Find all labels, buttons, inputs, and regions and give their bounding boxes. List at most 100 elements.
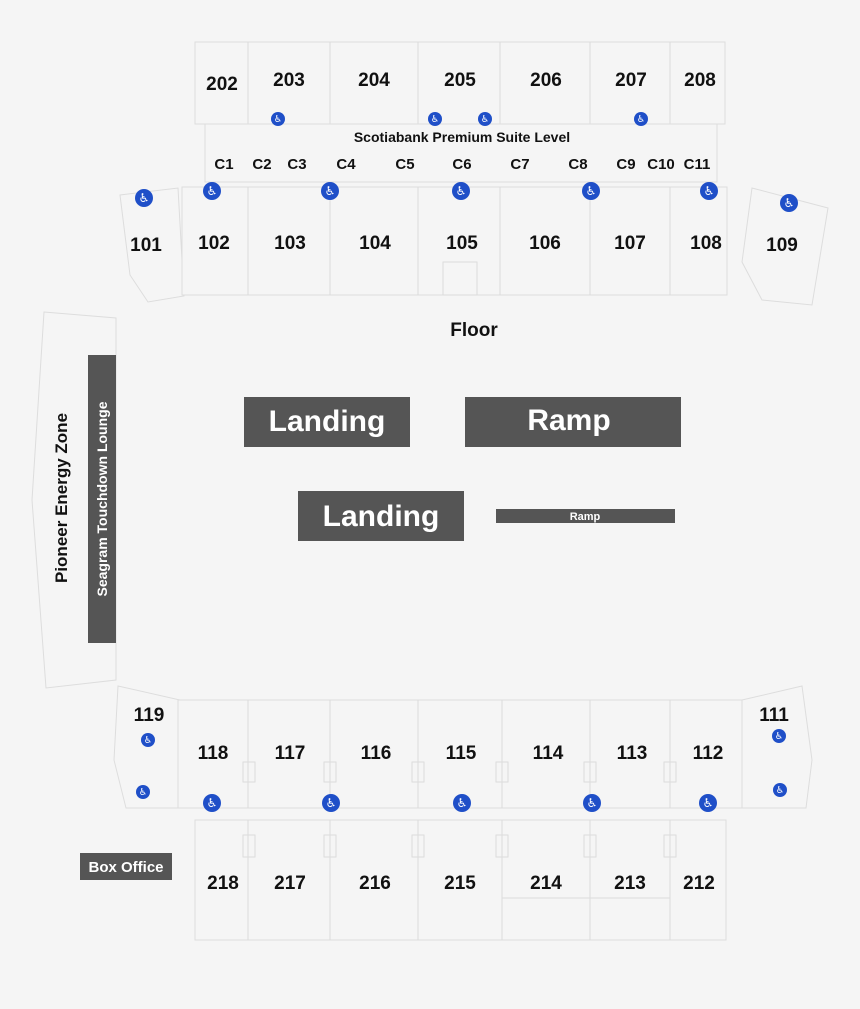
svg-text:♿: ♿ xyxy=(325,184,336,198)
svg-text:♿: ♿ xyxy=(704,184,715,198)
section-109[interactable]: 109 xyxy=(766,235,798,256)
upper-north-sections: 202 203 204 205 206 207 208 xyxy=(194,41,726,125)
svg-text:♿: ♿ xyxy=(456,184,467,198)
section-119[interactable]: 119 xyxy=(134,705,165,726)
section-118[interactable]: 118 xyxy=(198,743,229,764)
section-215[interactable]: 215 xyxy=(444,873,476,894)
svg-text:♿: ♿ xyxy=(776,785,784,796)
section-216[interactable]: 216 xyxy=(359,873,391,894)
section-103[interactable]: 103 xyxy=(274,233,306,254)
section-212[interactable]: 212 xyxy=(683,873,715,894)
section-208[interactable]: 208 xyxy=(684,70,716,91)
svg-text:♿: ♿ xyxy=(274,114,282,125)
svg-text:♿: ♿ xyxy=(207,184,218,198)
svg-text:♿: ♿ xyxy=(784,196,795,210)
wheelchair-icon: ♿ xyxy=(700,182,718,200)
svg-text:♿: ♿ xyxy=(637,114,645,125)
section-108[interactable]: 108 xyxy=(690,233,722,254)
landing-lower[interactable] xyxy=(298,491,464,541)
svg-text:♿: ♿ xyxy=(481,114,489,125)
section-113[interactable]: 113 xyxy=(617,743,648,764)
wheelchair-icon: ♿ xyxy=(135,189,153,207)
section-101[interactable]: 101 xyxy=(130,235,162,256)
svg-text:♿: ♿ xyxy=(586,184,597,198)
suite-c9[interactable]: C9 xyxy=(616,156,635,173)
wheelchair-icon: ♿ xyxy=(203,182,221,200)
pioneer-energy-zone-label[interactable]: Pioneer Energy Zone xyxy=(52,413,71,583)
seagram-touchdown-lounge[interactable] xyxy=(88,355,116,643)
section-203[interactable]: 203 xyxy=(273,70,305,91)
suite-c11[interactable]: C11 xyxy=(684,156,711,173)
box-office[interactable] xyxy=(80,853,172,880)
wheelchair-icon: ♿ xyxy=(322,794,340,812)
section-218[interactable]: 218 xyxy=(207,873,239,894)
section-102[interactable]: 102 xyxy=(198,233,230,254)
landing-upper[interactable] xyxy=(244,397,410,447)
landing-upper-label: Landing xyxy=(269,405,386,438)
svg-text:♿: ♿ xyxy=(144,735,152,746)
section-104[interactable]: 104 xyxy=(359,233,391,254)
landing-lower-label: Landing xyxy=(323,500,440,533)
wheelchair-icon: ♿ xyxy=(428,112,442,126)
wheelchair-icon: ♿ xyxy=(136,785,150,799)
section-204[interactable]: 204 xyxy=(358,70,390,91)
suite-c6[interactable]: C6 xyxy=(452,156,471,173)
wheelchair-icon: ♿ xyxy=(772,729,786,743)
suite-c5[interactable]: C5 xyxy=(395,156,414,173)
ramp-lower-label: Ramp xyxy=(570,511,601,523)
ramp-lower[interactable] xyxy=(496,509,675,523)
section-106[interactable]: 106 xyxy=(529,233,561,254)
section-114[interactable]: 114 xyxy=(533,743,564,764)
wheelchair-icon: ♿ xyxy=(634,112,648,126)
wheelchair-icon: ♿ xyxy=(699,794,717,812)
floor-label: Floor xyxy=(450,320,498,341)
suite-c8[interactable]: C8 xyxy=(568,156,587,173)
svg-text:♿: ♿ xyxy=(139,191,150,205)
svg-text:♿: ♿ xyxy=(139,787,147,798)
section-206[interactable]: 206 xyxy=(530,70,562,91)
section-107[interactable]: 107 xyxy=(614,233,646,254)
ramp-upper[interactable] xyxy=(465,397,681,447)
svg-text:♿: ♿ xyxy=(775,731,783,742)
section-205[interactable]: 205 xyxy=(444,70,476,91)
wheelchair-icon: ♿ xyxy=(773,783,787,797)
section-207[interactable]: 207 xyxy=(615,70,647,91)
section-202[interactable]: 202 xyxy=(206,74,238,95)
suite-c3[interactable]: C3 xyxy=(287,156,306,173)
wheelchair-icon: ♿ xyxy=(203,794,221,812)
suite-level-label: Scotiabank Premium Suite Level xyxy=(354,129,570,145)
section-213[interactable]: 213 xyxy=(614,873,646,894)
section-116[interactable]: 116 xyxy=(361,743,392,764)
west-end-zone: Pioneer Energy Zone Seagram Touchdown Lo… xyxy=(31,311,117,689)
section-115[interactable]: 115 xyxy=(446,743,477,764)
wheelchair-icon: ♿ xyxy=(452,182,470,200)
svg-text:♿: ♿ xyxy=(703,796,714,810)
section-112[interactable]: 112 xyxy=(693,743,724,764)
ramp-upper-label: Ramp xyxy=(527,404,610,437)
wheelchair-icon: ♿ xyxy=(478,112,492,126)
suite-c1[interactable]: C1 xyxy=(214,156,233,173)
suite-c4[interactable]: C4 xyxy=(336,156,356,173)
svg-text:♿: ♿ xyxy=(326,796,337,810)
suite-c7[interactable]: C7 xyxy=(510,156,529,173)
stage: Landing Ramp Landing Ramp xyxy=(244,397,681,541)
section-111[interactable]: 111 xyxy=(759,705,789,726)
lower-north-sections: 101 102 103 104 105 106 107 108 109 xyxy=(119,186,829,306)
suite-c10[interactable]: C10 xyxy=(647,156,675,173)
section-217[interactable]: 217 xyxy=(274,873,306,894)
section-105[interactable]: 105 xyxy=(446,233,478,254)
wheelchair-icon: ♿ xyxy=(583,794,601,812)
section-117[interactable]: 117 xyxy=(275,743,306,764)
wheelchair-icon: ♿ xyxy=(453,794,471,812)
accessibility-icons: ♿ ♿ ♿ ♿ ♿ ♿ ♿ ♿ ♿ ♿ ♿ ♿ ♿ ♿ ♿ ♿ ♿ ♿ ♿ ♿ xyxy=(135,112,798,812)
seagram-touchdown-lounge-label: Seagram Touchdown Lounge xyxy=(94,401,110,596)
lower-south-sections: 119 118 117 116 115 114 113 112 111 xyxy=(113,685,813,809)
svg-text:♿: ♿ xyxy=(587,796,598,810)
wheelchair-icon: ♿ xyxy=(271,112,285,126)
svg-text:♿: ♿ xyxy=(207,796,218,810)
svg-text:♿: ♿ xyxy=(431,114,439,125)
section-214[interactable]: 214 xyxy=(530,873,562,894)
wheelchair-icon: ♿ xyxy=(321,182,339,200)
suite-c2[interactable]: C2 xyxy=(252,156,271,173)
